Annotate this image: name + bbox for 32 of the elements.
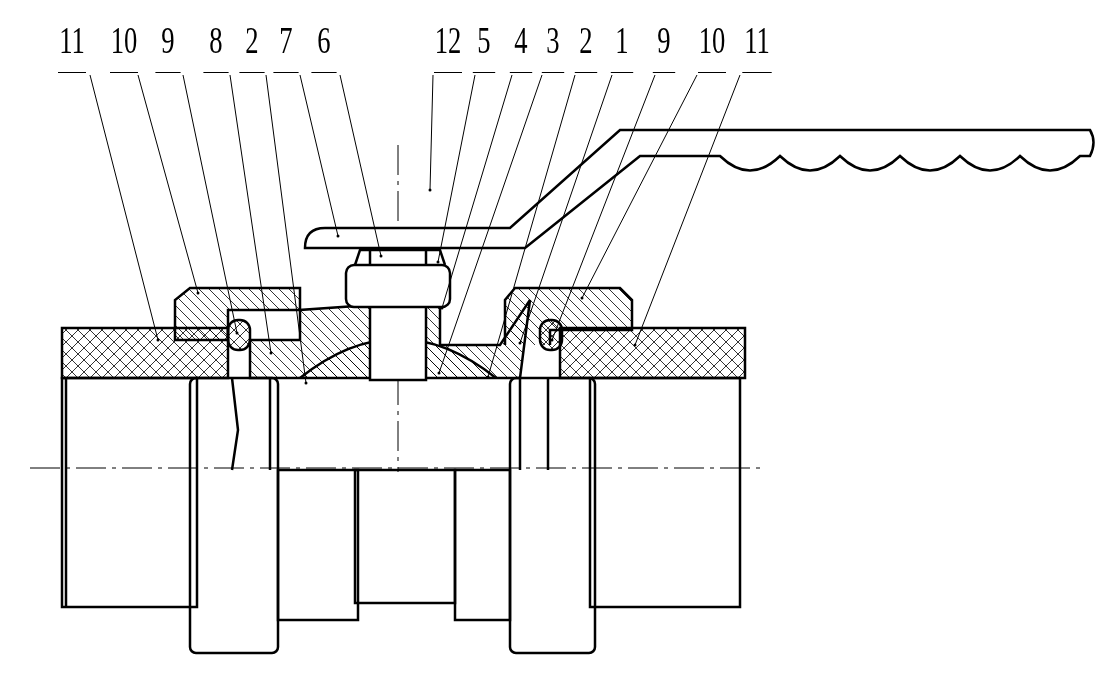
callout-number: 10 (698, 8, 726, 73)
leader-line (137, 74, 200, 295)
callout-number: 6 (311, 8, 337, 73)
leader-line (437, 74, 543, 375)
callout-number: 4 (509, 8, 533, 73)
leader-line (518, 74, 613, 345)
leader-line (440, 74, 513, 310)
callout-number: 1 (610, 8, 634, 73)
leader-line (550, 74, 656, 342)
leader-line (229, 74, 273, 355)
callout-number: 5 (472, 8, 496, 73)
leader-line (89, 74, 160, 342)
callout-number: 2 (574, 8, 598, 73)
callout-number: 9 (155, 8, 181, 73)
leader-line (299, 74, 340, 238)
callout-number: 10 (110, 8, 138, 73)
leader-line (182, 74, 239, 335)
leader-line (265, 74, 308, 385)
callout-number: 11 (58, 8, 86, 73)
leader-line (339, 74, 383, 258)
leader-line (633, 74, 741, 347)
leader-line (486, 74, 576, 379)
leader-line (428, 74, 434, 192)
callout-number: 7 (273, 8, 299, 73)
callout-number: 11 (742, 8, 772, 73)
leader-line (436, 74, 476, 264)
callout-number: 3 (541, 8, 565, 73)
callout-number: 9 (652, 8, 676, 73)
callout-number: 8 (203, 8, 229, 73)
callout-number: 2 (239, 8, 265, 73)
callout-number: 12 (434, 8, 462, 73)
leader-line (580, 74, 698, 300)
